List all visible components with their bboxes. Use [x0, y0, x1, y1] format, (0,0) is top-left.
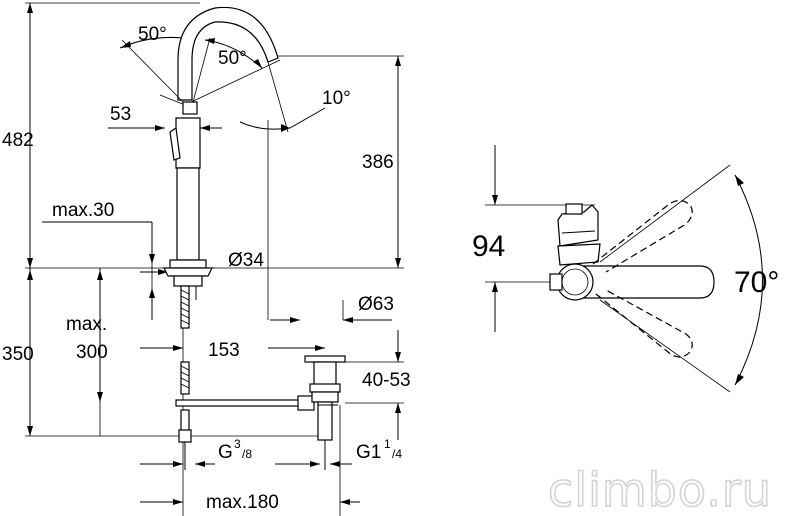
label-angle-right: 50° — [218, 48, 247, 69]
label-max-deck: max.30 — [52, 200, 114, 221]
label-max-hose-value: 300 — [76, 342, 108, 363]
label-lever-angle: 70° — [734, 266, 779, 299]
label-waste-diameter: Ø63 — [358, 294, 394, 315]
label-thread-left: G 3 /8 — [218, 437, 252, 463]
label-base-diameter: Ø34 — [228, 250, 264, 271]
thread-hatch — [180, 289, 190, 325]
popup-waste — [304, 355, 346, 470]
faucet-side-view — [121, 6, 315, 470]
thread-right-sub: /4 — [392, 447, 402, 461]
label-tilt-angle: 10° — [322, 88, 351, 109]
label-handle-offset: 53 — [110, 104, 131, 125]
label-angle-left: 50° — [138, 24, 167, 45]
label-max-hose-word: max. — [66, 314, 107, 335]
thread-left-sup: 3 — [234, 437, 241, 451]
thread-left-main: G — [218, 442, 233, 463]
faucet-top-view — [485, 145, 763, 393]
label-350: 350 — [2, 344, 34, 365]
label-thread-right: G1 1 /4 — [356, 437, 402, 463]
label-max-width: max.180 — [206, 492, 279, 513]
thread-right-main: G1 — [356, 442, 381, 463]
dimension-arrows — [27, 3, 401, 505]
thread-left-sub: /8 — [242, 447, 252, 461]
watermark: climbo.ru — [548, 463, 772, 516]
extension-lines — [25, 2, 404, 516]
label-386: 386 — [362, 152, 394, 173]
dimension-labels: 482 350 386 50° 50° 10° 53 max.30 Ø34 Ø6… — [2, 24, 779, 513]
label-482: 482 — [2, 130, 34, 151]
label-waste-offset: 153 — [208, 340, 240, 361]
label-lever-height: 94 — [472, 230, 505, 263]
label-waste-range: 40-53 — [362, 370, 411, 391]
thread-right-sup: 1 — [384, 437, 391, 451]
hose-hatch — [180, 365, 190, 389]
